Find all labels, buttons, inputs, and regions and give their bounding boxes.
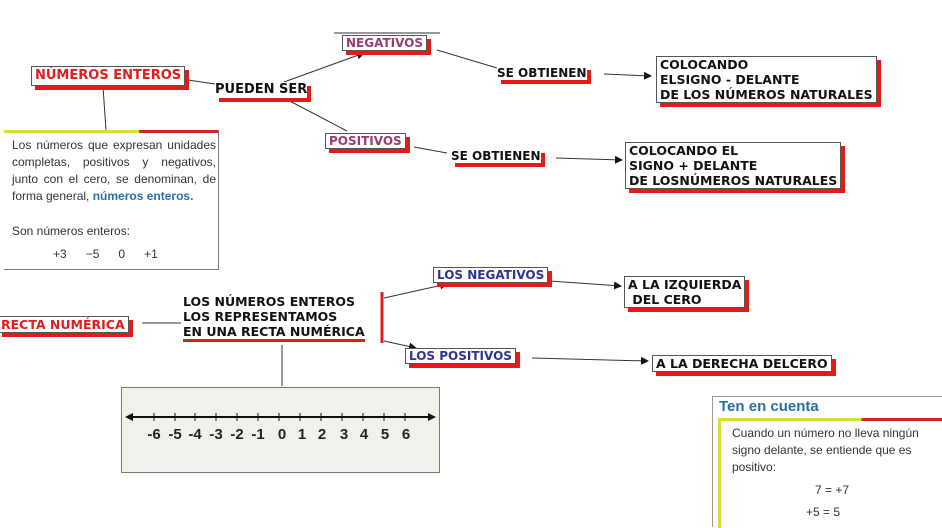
link-pueden-ser: PUEDEN SER — [215, 82, 308, 98]
example-value: 0 — [118, 247, 126, 261]
note-top-bar — [718, 418, 942, 421]
definition-card: Los números que expresan unidades comple… — [4, 130, 219, 270]
link-se-obtienen-positivos: SE OBTIENEN — [451, 149, 541, 164]
node-derecha-del-cero[interactable]: A LA DERECHA DELCERO — [652, 355, 832, 372]
node-los-negativos[interactable]: LOS NEGATIVOS — [433, 267, 549, 284]
tick-label: 5 — [380, 426, 390, 443]
number-line-axis — [125, 413, 436, 421]
note-equation-2: +5 = 5 — [806, 505, 841, 519]
note-text: Cuando un número no lleva ningún signo d… — [732, 426, 919, 474]
note-title: Ten en cuenta — [719, 398, 819, 415]
definition-text: Los números que expresan unidades comple… — [12, 138, 216, 203]
tick-label: 3 — [339, 426, 349, 443]
number-line-image: -6 -5 -4 -3 -2 -1 0 1 2 3 4 5 6 — [121, 387, 440, 473]
tick-label: 1 — [297, 426, 307, 443]
node-los-positivos[interactable]: LOS POSITIVOS — [405, 348, 516, 365]
tick-label: -5 — [168, 426, 182, 443]
node-numeros-enteros[interactable]: NÚMEROS ENTEROS — [31, 66, 186, 86]
example-value: +3 — [53, 247, 67, 261]
node-positivos[interactable]: POSITIVOS — [325, 133, 406, 150]
note-equation-1: 7 = +7 — [815, 483, 850, 497]
example-value: +1 — [144, 247, 158, 261]
tick-label: -2 — [230, 426, 244, 443]
tick-label: 2 — [317, 426, 327, 443]
tick-label: 0 — [277, 426, 287, 443]
examples-list: +3 −5 0 +1 — [53, 247, 158, 261]
tick-label: -1 — [251, 426, 265, 443]
note-left-bar — [718, 418, 721, 528]
link-se-obtienen-negativos: SE OBTIENEN — [497, 66, 587, 81]
examples-label: Son números enteros: — [12, 224, 131, 238]
node-negativos[interactable]: NEGATIVOS — [342, 35, 428, 52]
tick-label: 6 — [401, 426, 411, 443]
node-colocando-signo-mas[interactable]: COLOCANDO EL SIGNO + DELANTE DE LOSNÚMER… — [625, 142, 842, 189]
note-card: Ten en cuenta Cuando un número no lleva … — [712, 396, 942, 528]
node-colocando-signo-menos[interactable]: COLOCANDO ELSIGNO - DELANTE DE LOS NÚMER… — [656, 56, 877, 103]
tick-label: -4 — [188, 426, 202, 443]
tick-label: 4 — [359, 426, 369, 443]
tick-label: -3 — [209, 426, 223, 443]
example-value: −5 — [85, 247, 100, 261]
highlight-numeros-enteros: números enteros. — [92, 189, 194, 203]
node-recta-numerica[interactable]: RECTA NUMÉRICA — [0, 316, 129, 333]
card-top-bar — [4, 130, 218, 133]
tick-label: -6 — [147, 426, 161, 443]
node-izquierda-del-cero[interactable]: A LA IZQUIERDA DEL CERO — [624, 276, 746, 308]
link-representamos: LOS NÚMEROS ENTEROS LOS REPRESENTAMOS EN… — [183, 294, 365, 339]
